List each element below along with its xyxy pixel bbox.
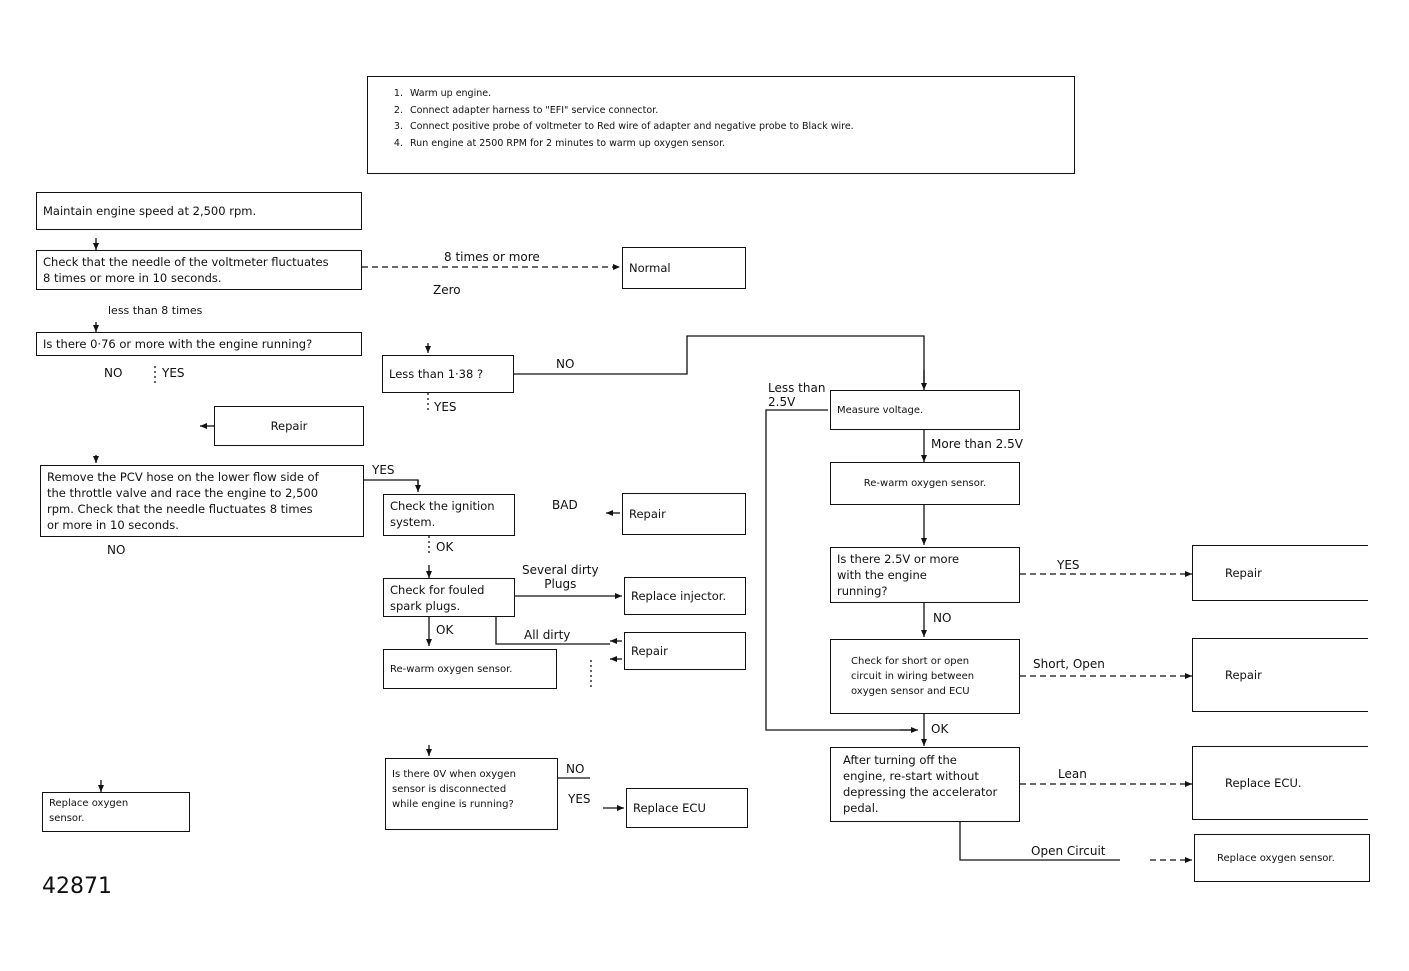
box-check-fouled: Check for fouled spark plugs.: [383, 578, 515, 617]
box-check-ignition: Check the ignition system.: [383, 494, 515, 536]
instruction-item: Warm up engine.: [406, 86, 1054, 103]
label-yes-076: YES: [162, 366, 185, 380]
box-less-than-038: Less than 1·38 ?: [382, 355, 514, 393]
instruction-item: Run engine at 2500 RPM for 2 minutes to …: [406, 136, 1054, 153]
box-maintain-speed: Maintain engine speed at 2,500 rpm.: [36, 192, 362, 230]
label-lean: Lean: [1058, 767, 1087, 781]
instruction-item: Connect adapter harness to "EFI" service…: [406, 103, 1054, 120]
label-no-25: NO: [933, 611, 952, 625]
label-no-0v: NO: [566, 762, 585, 776]
label-yes-0v: YES: [568, 792, 591, 806]
label-8-times-or-more: 8 times or more: [444, 250, 540, 264]
box-check-short: Check for short or open circuit in wirin…: [830, 639, 1020, 714]
box-repair-right-1: Repair: [1192, 545, 1368, 601]
line-all-dirty: [495, 617, 610, 645]
box-replace-ecu-mid: Replace ECU: [626, 788, 748, 828]
label-bad: BAD: [552, 498, 578, 512]
label-less-than-8: less than 8 times: [108, 304, 203, 317]
figure-number: 42871: [42, 874, 112, 899]
box-remove-pcv: Remove the PCV hose on the lower flow si…: [40, 465, 364, 537]
box-check-needle: Check that the needle of the voltmeter f…: [36, 250, 362, 290]
box-repair-left: Repair: [214, 406, 364, 446]
box-rewarm-left: Re-warm oxygen sensor.: [383, 649, 557, 689]
box-rewarm-right: Re-warm oxygen sensor.: [830, 462, 1020, 505]
label-open-circuit: Open Circuit: [1031, 844, 1106, 858]
box-is-there-25: Is there 2.5V or more with the engine ru…: [830, 547, 1020, 603]
box-measure-voltage: Measure voltage.: [830, 390, 1020, 430]
label-yes-038: YES: [434, 400, 457, 414]
box-replace-o2-left: Replace oxygen sensor.: [42, 792, 190, 832]
line-pcv-yes: [364, 479, 419, 490]
label-yes-pcv: YES: [372, 463, 395, 477]
label-ok-short: OK: [931, 722, 949, 736]
box-replace-o2-right: Replace oxygen sensor.: [1194, 834, 1370, 882]
box-is-there-076: Is there 0·76 or more with the engine ru…: [36, 332, 362, 356]
box-repair-plugs: Repair: [624, 632, 746, 670]
label-no-038: NO: [556, 357, 575, 371]
box-normal: Normal: [622, 247, 746, 289]
box-replace-injector: Replace injector.: [624, 577, 746, 615]
label-ok-plugs: OK: [436, 623, 454, 637]
label-several-dirty: Several dirty Plugs: [522, 563, 599, 591]
label-more-than-25: More than 2.5V: [931, 437, 1023, 451]
label-ok-ignition: OK: [436, 540, 454, 554]
label-no-076: NO: [104, 366, 123, 380]
box-replace-ecu-right: Replace ECU.: [1192, 746, 1368, 820]
instruction-item: Connect positive probe of voltmeter to R…: [406, 119, 1054, 136]
line-open-circuit: [959, 822, 1120, 861]
box-repair-right-2: Repair: [1192, 638, 1368, 712]
line-less-25-loop: [765, 409, 914, 731]
label-short-open: Short, Open: [1033, 657, 1105, 671]
box-after-turning: After turning off the engine, re-start w…: [830, 747, 1020, 822]
label-no-pcv: NO: [107, 543, 126, 557]
box-is-there-0v: Is there 0V when oxygen sensor is discon…: [385, 758, 558, 830]
line-no-038-to-measure: [514, 335, 925, 388]
instructions-box: Warm up engine. Connect adapter harness …: [367, 76, 1075, 174]
label-all-dirty: All dirty: [524, 628, 571, 642]
label-yes-25: YES: [1057, 558, 1080, 572]
label-zero: Zero: [433, 283, 461, 297]
box-repair-ignition: Repair: [622, 493, 746, 535]
label-less-than-25: Less than 2.5V: [768, 381, 826, 409]
